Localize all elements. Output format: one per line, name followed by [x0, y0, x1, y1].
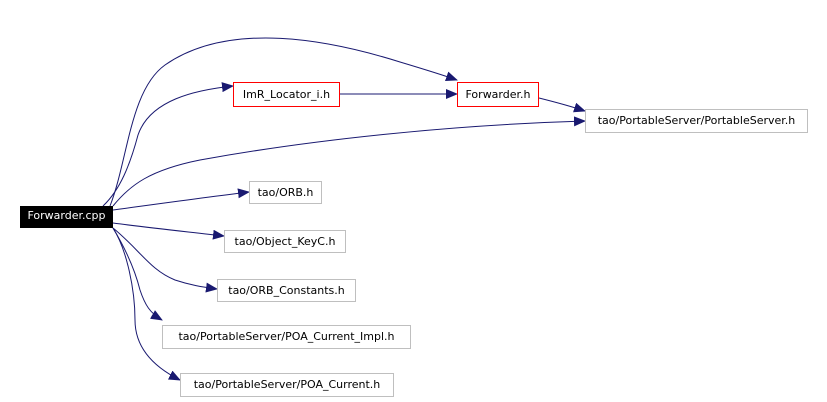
node-orb-h[interactable]: tao/ORB.h: [249, 181, 322, 204]
node-orb-constants-h[interactable]: tao/ORB_Constants.h: [217, 279, 356, 302]
edge-forwarder-cpp-to-orb: [112, 188, 250, 211]
node-orb-constants-h-label: tao/ORB_Constants.h: [228, 284, 345, 297]
node-poa-current-h[interactable]: tao/PortableServer/POA_Current.h: [180, 373, 394, 397]
node-forwarder-cpp-label: Forwarder.cpp: [27, 209, 106, 222]
edge-forwarder-cpp-to-poa-current: [112, 227, 181, 381]
node-poa-current-impl-h[interactable]: tao/PortableServer/POA_Current_Impl.h: [162, 325, 411, 349]
node-orb-h-label: tao/ORB.h: [257, 186, 314, 199]
node-portableserver-h-label: tao/PortableServer/PortableServer.h: [597, 114, 796, 127]
node-poa-current-impl-h-label: tao/PortableServer/POA_Current_Impl.h: [178, 330, 395, 343]
node-poa-current-h-label: tao/PortableServer/POA_Current.h: [193, 378, 381, 391]
node-object-keyc-h[interactable]: tao/Object_KeyC.h: [224, 230, 346, 253]
edge-forwarder-cpp-to-poa-current-impl: [112, 227, 163, 321]
node-portableserver-h[interactable]: tao/PortableServer/PortableServer.h: [585, 109, 808, 133]
node-forwarder-h[interactable]: Forwarder.h: [457, 82, 539, 107]
node-forwarder-cpp[interactable]: Forwarder.cpp: [20, 206, 113, 228]
node-imr-locator-i-h[interactable]: ImR_Locator_i.h: [233, 82, 340, 107]
node-object-keyc-h-label: tao/Object_KeyC.h: [234, 235, 336, 248]
edge-forwarder-cpp-to-object-keyc: [112, 222, 225, 240]
node-imr-locator-i-h-label: ImR_Locator_i.h: [242, 88, 331, 101]
edge-forwarder-cpp-to-imr-locator: [102, 82, 234, 207]
edge-forwarder-cpp-to-forwarder-h: [109, 37, 458, 207]
edge-forwarder-cpp-to-orb-constants: [112, 227, 218, 293]
edge-forwarder-cpp-to-portable-server: [112, 116, 586, 207]
node-forwarder-h-label: Forwarder.h: [465, 88, 531, 101]
edge-forwarder-h-to-portable-server: [538, 97, 586, 113]
